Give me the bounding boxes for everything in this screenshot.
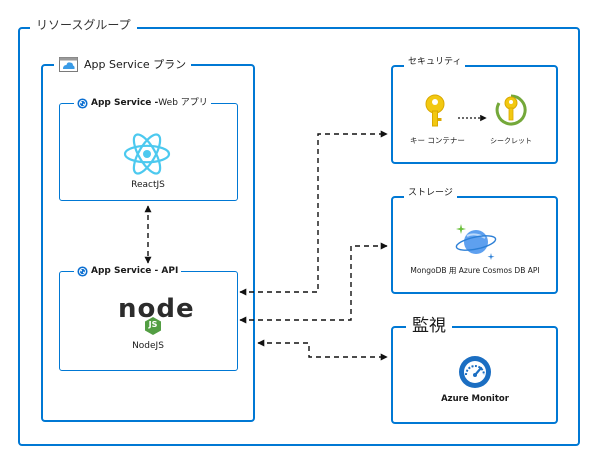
resource-group-label: リソースグループ <box>30 19 137 31</box>
reactjs-label: ReactJS <box>131 180 165 190</box>
app-service-api-icon <box>77 265 88 277</box>
web-app-header: App Service - Web アプリ <box>74 97 211 109</box>
api-app-title: App Service - API <box>91 265 179 276</box>
nodejs-label: NodeJS <box>132 341 164 351</box>
cosmos-db-label: MongoDB 用 Azure Cosmos DB API <box>410 266 540 275</box>
storage-label: ストレージ <box>404 189 457 198</box>
app-service-plan-icon <box>59 57 78 72</box>
react-icon <box>123 133 171 175</box>
web-app-title-bold: App Service - <box>91 97 159 108</box>
key-vault-icon <box>425 94 445 127</box>
app-service-plan-label: App Service プラン <box>84 58 187 71</box>
nodejs-icon: node <box>118 294 195 324</box>
security-box <box>391 65 558 164</box>
api-to-monitor-connector <box>257 339 388 361</box>
app-service-plan-header: App Service プラン <box>54 56 192 73</box>
cosmos-db-icon <box>455 224 497 260</box>
api-to-storage-connector <box>239 242 388 324</box>
azure-monitor-label: Azure Monitor <box>441 394 509 404</box>
key-vault-label: キー コンテナー <box>410 136 465 145</box>
api-app-header: App Service - API <box>74 265 182 277</box>
api-to-security-connector <box>239 130 388 296</box>
azure-monitor-icon <box>459 356 491 388</box>
secret-icon <box>495 94 527 126</box>
app-service-icon <box>77 97 88 109</box>
nodejs-badge-icon <box>145 317 161 335</box>
web-app-title-rest: Web アプリ <box>158 97 208 108</box>
secret-label: シークレット <box>490 137 532 145</box>
monitoring-label: 監視 <box>406 318 452 335</box>
nodejs-badge-text: JS <box>148 320 158 329</box>
security-label: セキュリティ <box>404 58 466 67</box>
